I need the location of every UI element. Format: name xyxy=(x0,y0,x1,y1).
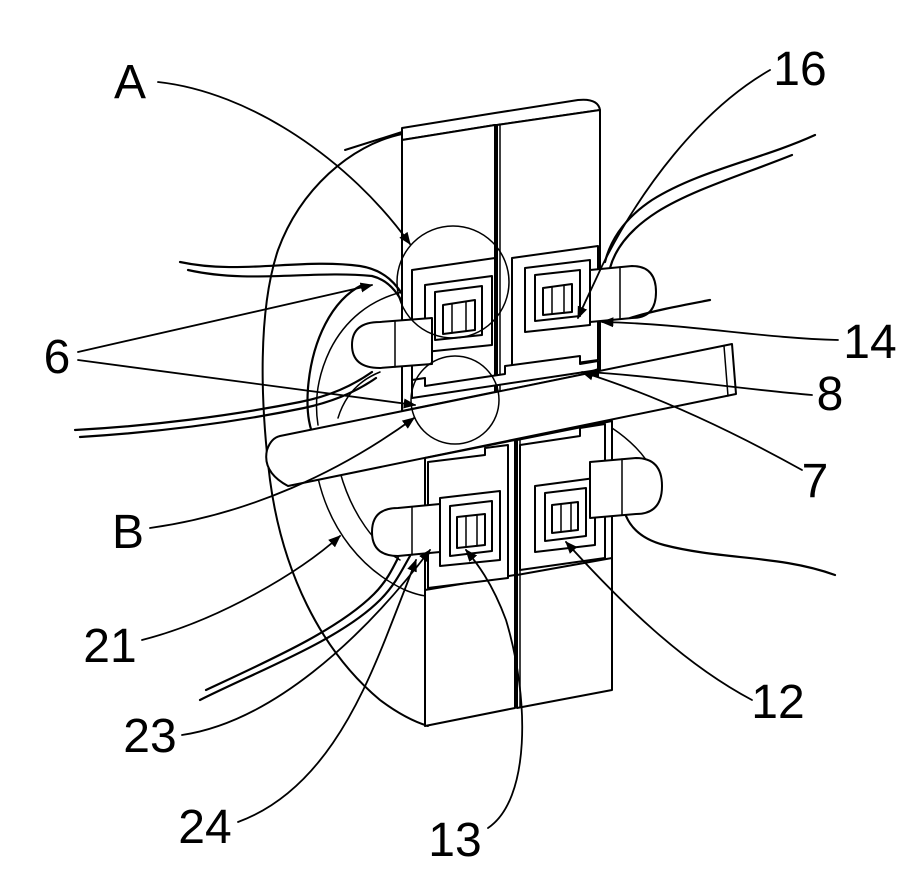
label-a: A xyxy=(114,56,146,109)
upper-left-latch xyxy=(443,300,475,334)
wire-right-lower xyxy=(626,516,835,575)
wire-top-left xyxy=(180,262,407,302)
label-21: 21 xyxy=(83,620,136,673)
label-14: 14 xyxy=(843,316,896,369)
label-b: B xyxy=(112,506,144,559)
label-6: 6 xyxy=(44,331,71,384)
leader-14 xyxy=(602,322,838,340)
lower-right-tab xyxy=(590,458,662,518)
shell-top-edge xyxy=(345,132,402,150)
lower-right-latch xyxy=(552,502,578,533)
label-8: 8 xyxy=(817,368,844,421)
label-24: 24 xyxy=(178,801,231,854)
wire-left-loop xyxy=(307,285,362,442)
lower-left-tab xyxy=(372,504,440,556)
wire-bottom-left-2 xyxy=(206,558,398,690)
leader-21 xyxy=(142,536,340,640)
leader-a xyxy=(158,82,410,244)
label-12: 12 xyxy=(751,676,804,729)
leader-6-lower xyxy=(78,360,415,405)
label-13: 13 xyxy=(428,814,481,867)
lower-left-latch xyxy=(457,514,485,548)
label-23: 23 xyxy=(123,710,176,763)
upper-right-latch xyxy=(543,284,572,315)
wire-top-right xyxy=(605,135,815,262)
label-7: 7 xyxy=(802,455,829,508)
label-16: 16 xyxy=(773,43,826,96)
upper-left-tab xyxy=(352,318,432,368)
